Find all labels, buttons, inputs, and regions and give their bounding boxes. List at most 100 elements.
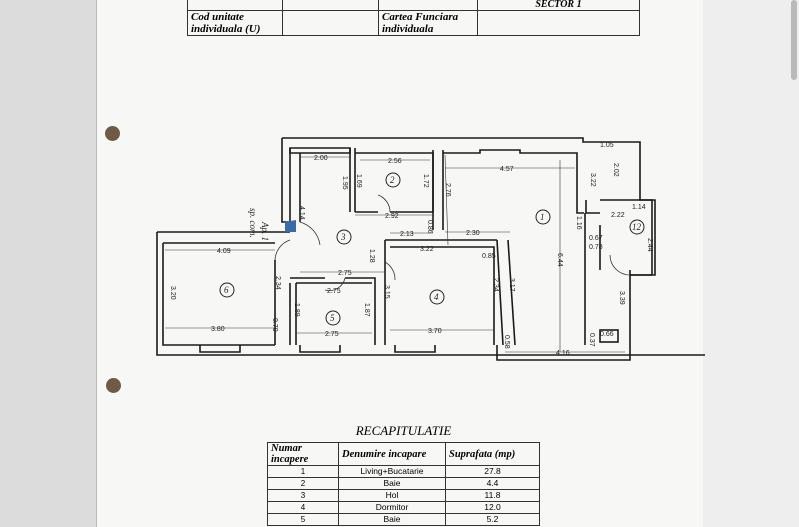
room-name-cell: Baie [338, 513, 446, 526]
scrollbar[interactable] [791, 0, 797, 80]
header-suprafata: Suprafata (mp) [445, 442, 540, 466]
header-denumire: Denumire incapare [338, 442, 446, 466]
dimension-label: 3.80 [211, 326, 225, 333]
dimension-label: 6.44 [556, 253, 563, 267]
dimension-label: 2.44 [646, 238, 653, 252]
room-area-cell: 12.0 [445, 501, 540, 514]
room-name-cell: Baie [338, 477, 446, 490]
dimension-label: 2.76 [444, 183, 451, 197]
entrance-arrow-icon [285, 220, 296, 232]
dimension-label: 4.16 [556, 350, 570, 357]
dimension-label: 2.02 [612, 163, 619, 177]
dimension-label: 2.13 [400, 231, 414, 238]
dimension-label: 1.16 [575, 216, 582, 230]
room-number: 6 [224, 285, 229, 295]
door-swings [274, 194, 631, 291]
room-number-cell: 4 [267, 501, 339, 514]
dimension-label: 0.66 [600, 331, 614, 338]
dimension-label: 0.58 [503, 335, 510, 349]
dimension-label: 4.57 [500, 166, 514, 173]
room-name-cell: Living+Bucatarie [338, 465, 446, 478]
dimension-label: 2.75 [338, 270, 352, 277]
recap-title: RECAPITULATIE [355, 423, 452, 438]
room-area-cell: 27.8 [445, 465, 540, 478]
dimension-label: 0.70 [271, 318, 278, 332]
document-page [96, 0, 704, 527]
dimension-lines [165, 154, 625, 353]
cod-unitate-label: Cod unitate individuala (U) [187, 10, 283, 36]
dimension-label: 2.34 [274, 276, 281, 290]
room-name-cell: Dormitor [338, 501, 446, 514]
room-number-cell: 1 [267, 465, 339, 478]
room-marker [535, 209, 551, 225]
room-number-cell: 3 [267, 489, 339, 502]
dimension-label: 3.22 [589, 173, 596, 187]
recap-table: Numar incapere Denumire incapare Suprafa… [267, 442, 540, 526]
dimension-label: 2.75 [327, 288, 341, 295]
header-numar: Numar incapere [267, 442, 339, 466]
room-marker [336, 229, 352, 245]
dimension-label: 3.70 [428, 328, 442, 335]
entrance-label: Ap. 1 [260, 221, 270, 241]
background [703, 0, 799, 527]
room-marker [219, 282, 235, 298]
carte-funciara-value [477, 10, 640, 36]
dimension-label: 2.34 [492, 278, 499, 292]
dimension-label: 0.86 [426, 220, 433, 234]
dimension-label: 4.09 [217, 248, 231, 255]
dimension-label: 0.67 [589, 235, 603, 242]
punch-hole [105, 126, 120, 141]
dimension-label: 1.05 [600, 142, 614, 149]
dimension-label: 2.22 [611, 212, 625, 219]
room-area-cell: 4.4 [445, 477, 540, 490]
dimension-label: 3.39 [618, 291, 625, 305]
room-number: 5 [330, 313, 335, 323]
punch-hole [106, 378, 121, 393]
room-area-cell: 5.2 [445, 513, 540, 526]
dimension-label: 1.89 [293, 303, 300, 317]
room-marker [629, 219, 645, 235]
room-marker [429, 289, 445, 305]
entrance-sublabel: sp. com. [248, 208, 258, 238]
dimension-label: 2.56 [388, 158, 402, 165]
cod-unitate-value [282, 10, 379, 36]
dimension-label: 4.14 [298, 206, 305, 220]
dimension-label: 3.17 [508, 278, 515, 292]
dimension-label: 2.92 [385, 213, 399, 220]
room-number: 3 [340, 232, 346, 242]
carte-funciara-label: Cartea Funciara individuala [378, 10, 478, 36]
property-info-table: SECTOR 1 Cod unitate individuala (U)Cart… [187, 0, 640, 36]
room-number-cell: 5 [267, 513, 339, 526]
dimension-label: 3.15 [383, 285, 390, 299]
room-numbers: 1 2 3 4 5 6 12 [219, 172, 645, 326]
dimension-label: 1.28 [368, 249, 375, 263]
room-name-cell: Hol [338, 489, 446, 502]
walls [156, 137, 705, 361]
room-marker [325, 310, 341, 326]
dimension-label: 1.95 [341, 176, 348, 190]
room-number: 1 [540, 212, 545, 222]
dimension-label: 3.20 [169, 286, 176, 300]
dimension-label: 2.75 [325, 331, 339, 338]
dimension-label: 1.14 [632, 204, 646, 211]
room-number: 4 [434, 292, 439, 302]
room-area-cell: 11.8 [445, 489, 540, 502]
room-number-cell: 2 [267, 477, 339, 490]
dimension-label: 1.87 [363, 303, 370, 317]
dimension-label: 0.85 [482, 253, 496, 260]
dimension-label: 0.78 [589, 244, 603, 251]
dimension-label: 2.30 [466, 230, 480, 237]
room-number: 12 [632, 222, 642, 232]
dimension-label: 3.22 [420, 246, 434, 253]
dimension-label: 0.37 [588, 333, 595, 347]
room-number: 2 [390, 175, 395, 185]
dimension-label: 1.69 [355, 174, 362, 188]
dimension-label: 2.00 [314, 155, 328, 162]
